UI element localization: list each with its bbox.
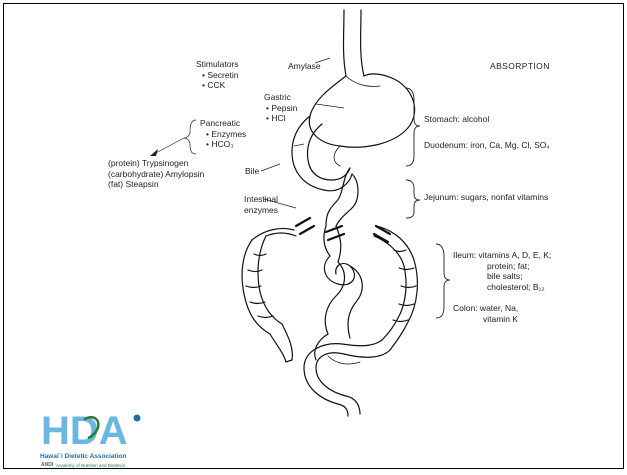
amylase-label: Amylase	[288, 61, 321, 72]
colon-line-1: Colon: water, Na,	[453, 303, 518, 314]
slide: Stimulators • Secretin • CCK Amylase Gas…	[3, 3, 624, 469]
gastric-hcl: • HCl	[264, 113, 297, 124]
pancreatic-label: Pancreatic • Enzymes • HCO₃	[200, 118, 246, 150]
stimulators-title: Stimulators	[196, 59, 239, 70]
ileum-line-3: bile salts;	[453, 271, 551, 282]
absorption-duodenum: Duodenum: iron, Ca, Mg, Cl, SO₄	[424, 140, 550, 151]
logo-name: Hawai`i Dietetic Association	[40, 453, 126, 460]
steapsin-label: (fat) Steapsin	[108, 179, 204, 190]
absorption-colon: Colon: water, Na, vitamin K	[453, 303, 518, 324]
amylopsin-label: (carbohydrate) Amylopsin	[108, 169, 204, 180]
bile-label: Bile	[245, 166, 259, 177]
absorption-stomach: Stomach: alcohol	[424, 114, 489, 125]
ileum-line-2: protein; fat;	[453, 261, 551, 272]
ileum-line-1: Ileum: vitamins A, D, E, K;	[453, 250, 551, 261]
logo-letters: HDA	[41, 409, 128, 453]
absorption-jejunum: Jejunum: sugars, nonfat vitamins	[424, 192, 548, 203]
stimulator-cck: • CCK	[196, 80, 239, 91]
trypsinogen-label: (protein) Trypsinogen	[108, 158, 204, 169]
person-icon	[134, 415, 141, 422]
intestinal-enzymes-label: Intestinal enzymes	[244, 194, 278, 215]
intestinal-line-2: enzymes	[244, 205, 278, 216]
gastric-pepsin: • Pepsin	[264, 103, 297, 114]
colon-line-2: vitamin K	[453, 314, 518, 325]
digestive-tract-illustration	[4, 4, 623, 468]
gastric-label: Gastric • Pepsin • HCl	[264, 92, 297, 124]
logo-mark: ANDI	[41, 462, 53, 468]
pancreatic-hco3: • HCO₃	[200, 139, 246, 150]
absorption-ileum: Ileum: vitamins A, D, E, K; protein; fat…	[453, 250, 551, 292]
ileum-line-4: cholesterol; B₁₂	[453, 282, 551, 293]
gastric-title: Gastric	[264, 92, 297, 103]
pancreatic-title: Pancreatic	[200, 118, 246, 129]
logo-affiliate: Academy of Nutrition and Dietetics	[56, 463, 125, 468]
pancreatic-enzymes: • Enzymes	[200, 129, 246, 140]
absorption-title: ABSORPTION	[490, 61, 550, 72]
stimulator-secretin: • Secretin	[196, 70, 239, 81]
intestinal-line-1: Intestinal	[244, 194, 278, 205]
pancreatic-enzyme-list: (protein) Trypsinogen (carbohydrate) Amy…	[108, 158, 204, 190]
stimulators-label: Stimulators • Secretin • CCK	[196, 59, 239, 91]
